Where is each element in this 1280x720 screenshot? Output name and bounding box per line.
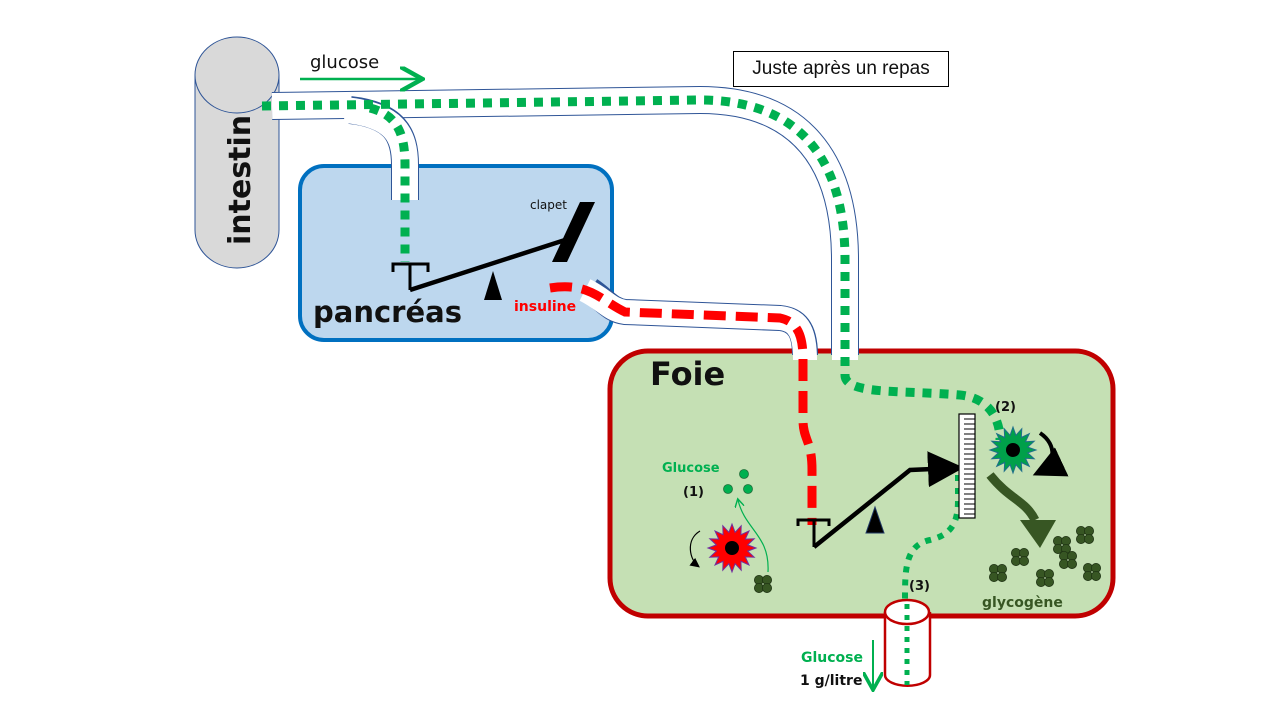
step3-label: (3)	[909, 579, 930, 594]
blood-glucose-label: Glucose	[801, 650, 863, 666]
fulcrum-icon	[865, 505, 885, 534]
insulin-path	[549, 282, 817, 525]
enzyme-active-icon	[988, 425, 1038, 475]
glucose-molecules	[723, 469, 753, 494]
rotation-arrow-icon	[689, 530, 701, 568]
pancreas-lever	[391, 202, 595, 300]
valve-label: clapet	[530, 198, 567, 212]
intestine-cylinder	[194, 36, 280, 269]
insulin-label: insuline	[514, 299, 576, 315]
enzyme-inactive-icon	[706, 522, 758, 574]
glycogen-label: glycogène	[982, 595, 1063, 611]
liver-label: Foie	[650, 355, 725, 393]
glucose-path-liver	[261, 95, 1005, 441]
glucose-flow-label: glucose	[310, 52, 379, 73]
liver-lever	[796, 451, 964, 549]
blood-concentration-label: 1 g/litre	[800, 673, 862, 689]
glycogenesis-arrow	[986, 472, 1040, 523]
step1-label: (1)	[683, 485, 704, 500]
step2-label: (2)	[995, 400, 1016, 415]
title-box: Juste après un repas	[733, 51, 949, 87]
intestine-label: intestin	[223, 115, 258, 245]
glucose-path-blood	[902, 475, 961, 680]
pancreas-box	[298, 164, 614, 342]
fulcrum-icon	[484, 271, 502, 300]
valve-flap	[552, 202, 595, 262]
blood-vessel-cylinder	[883, 598, 932, 687]
rotation-arrow-icon	[1032, 431, 1069, 477]
pancreas-label: pancréas	[313, 295, 462, 329]
gauge-icon	[958, 413, 976, 519]
glycogenolysis-arrow	[738, 500, 769, 573]
glucose-inside-label: Glucose	[662, 461, 720, 476]
glycogenesis-arrowhead	[1020, 520, 1056, 548]
glucose-path-pancreas	[368, 103, 410, 262]
